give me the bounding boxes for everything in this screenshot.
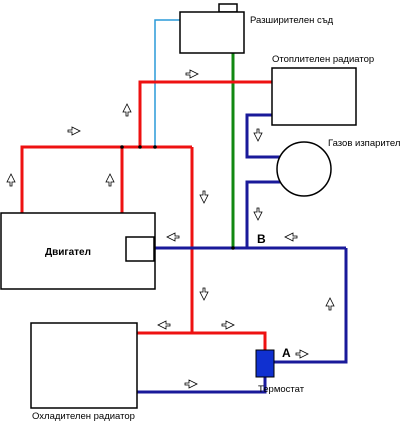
flow-arrow-left	[166, 232, 180, 242]
junction-dot	[231, 246, 235, 250]
hot-to-heater	[138, 80, 272, 147]
expansion-tank-cap	[218, 3, 238, 13]
cold-pipes	[137, 113, 348, 394]
flow-arrow-down	[199, 190, 209, 204]
flow-arrow-right	[295, 349, 309, 359]
flow-arrow-right	[185, 69, 199, 79]
junction-dot	[153, 145, 157, 149]
flow-arrow-up	[122, 103, 132, 117]
radiator-to-thermostat	[137, 376, 267, 394]
flow-arrow-right	[184, 379, 198, 389]
flow-arrow-up	[6, 173, 16, 187]
flow-arrow-left	[157, 320, 171, 330]
thermostat-label: Термостат	[258, 384, 305, 395]
engine-outlet-box	[125, 236, 155, 262]
flow-arrow-down	[253, 128, 263, 142]
flow-arrow-down	[199, 287, 209, 301]
point-b-label: B	[257, 232, 266, 246]
heater-to-vaporizer	[245, 113, 280, 159]
bypass-line	[274, 248, 348, 364]
cooling-radiator-label: Охладителен радиатор	[32, 411, 135, 422]
engine-label: Двигател	[45, 247, 91, 258]
expansion-tank-body	[179, 11, 245, 54]
heater-radiator-label: Отоплителен радиатор	[272, 54, 374, 65]
flow-arrow-right	[67, 126, 81, 136]
cooling-radiator	[30, 322, 138, 409]
flow-arrow-down	[253, 207, 263, 221]
gas-vaporizer-label: Газов изпарител	[328, 138, 400, 149]
thermostat	[255, 349, 275, 378]
junction-dot	[120, 145, 124, 149]
flow-arrow-right	[221, 320, 235, 330]
hot-pipes	[20, 80, 272, 350]
engine	[0, 212, 156, 290]
bleed-line	[154, 19, 182, 147]
flow-arrow-left	[284, 232, 298, 242]
hot-to-thermostat	[192, 331, 267, 350]
hot-manifold	[20, 145, 192, 214]
junction-dot	[138, 145, 142, 149]
expansion-tank-label: Разширителен съд	[250, 15, 334, 26]
expansion-tank	[179, 3, 245, 54]
flow-arrow-up	[105, 173, 115, 187]
flow-arrows	[6, 69, 335, 389]
point-a-label: A	[282, 346, 291, 360]
flow-arrow-up	[325, 297, 335, 311]
heater-radiator	[271, 67, 357, 126]
gas-vaporizer	[276, 141, 332, 197]
